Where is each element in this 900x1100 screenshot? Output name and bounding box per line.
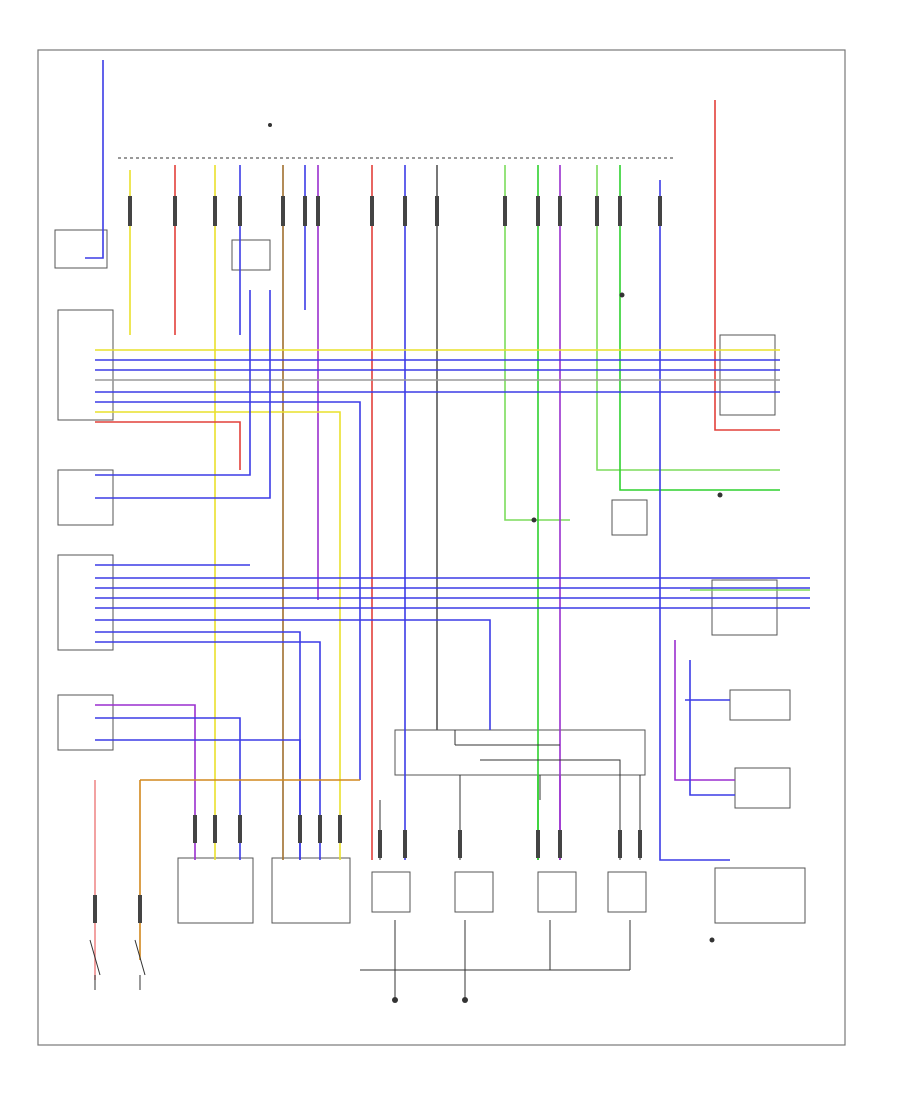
connector-ticks — [128, 196, 662, 226]
cm-wire-1 — [454, 730, 560, 746]
diagram-frame — [37, 49, 846, 1046]
wheel-sensor-4 — [607, 871, 647, 913]
left-control-unit-block — [57, 554, 114, 651]
aux-brown — [139, 779, 360, 960]
aux-violet — [95, 704, 196, 860]
wheel-sensor-2 — [454, 871, 494, 913]
central-module-wires — [379, 730, 641, 860]
switch-block-wires — [95, 290, 271, 499]
wire-red-3 — [714, 100, 780, 431]
ground-bus — [360, 920, 631, 1000]
right-blue-b — [689, 660, 735, 796]
left-relay-box — [231, 239, 271, 271]
left-brake-sensor-box — [177, 857, 254, 924]
wire-green-1 — [504, 165, 570, 521]
right-lamp-switch — [729, 689, 791, 721]
bus-blue-d — [95, 401, 361, 780]
central-modules — [177, 729, 647, 924]
left-connector-block — [57, 309, 114, 421]
cm-wire-2 — [480, 759, 621, 860]
lbus-6 — [95, 619, 491, 730]
left-aux-block — [57, 694, 114, 751]
wheel-sensor-3 — [537, 871, 577, 913]
right-brake-sensor-box — [271, 857, 351, 924]
lbus-7 — [95, 631, 301, 860]
switch-left — [89, 939, 101, 990]
wire-green-4 — [619, 165, 780, 491]
aux-blue-1 — [95, 717, 241, 860]
wire-blue-5 — [659, 180, 730, 861]
wire-green-3 — [596, 165, 780, 471]
switch-wire-blue-1 — [95, 290, 251, 476]
upper-bus — [95, 349, 780, 860]
left-components — [54, 229, 271, 751]
switch-wire-blue-2 — [95, 290, 271, 499]
right-wires — [674, 640, 735, 796]
terminals — [268, 123, 723, 1003]
wheel-sensor-1 — [371, 871, 411, 913]
left-sensor-box — [54, 229, 108, 269]
lower-bus — [95, 564, 810, 860]
lbus-8 — [95, 641, 321, 860]
vertical-wires — [85, 60, 780, 861]
wire-blue-1 — [85, 60, 104, 259]
right-connector-block — [719, 334, 776, 416]
bus-yellow-b — [95, 411, 341, 860]
right-switch-box — [714, 867, 806, 924]
bus-red-b — [95, 421, 241, 470]
aux-blue-2 — [95, 739, 301, 860]
right-accumulator-box — [734, 767, 791, 809]
right-sensor-box — [611, 499, 648, 536]
switch-right — [134, 939, 146, 990]
right-violet — [674, 640, 735, 781]
lower-connector-ticks — [93, 815, 642, 923]
central-control-module — [394, 729, 646, 776]
bottom-left-switches — [89, 939, 146, 990]
